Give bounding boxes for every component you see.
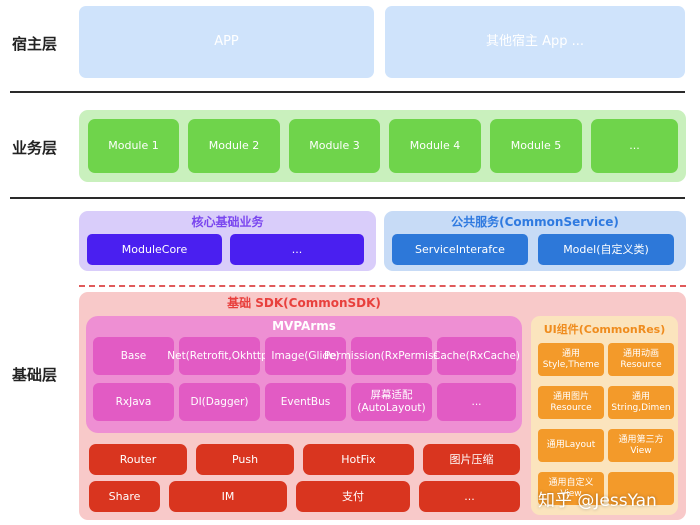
ui-item-third-party-view: 通用第三方 View xyxy=(608,429,674,462)
mvp-item-eventbus: EventBus xyxy=(265,383,346,421)
mvp-item-cache: Cache(RxCache) xyxy=(433,337,520,375)
core-business-title: 核心基础业务 xyxy=(191,215,264,229)
mvparms-title: MVPArms xyxy=(272,319,336,333)
common-sdk-title: 基础 SDK(CommonSDK) xyxy=(227,296,381,310)
dashed-divider xyxy=(79,285,686,287)
module-box: Module 4 xyxy=(389,119,481,173)
ui-item-string-dimen: 通用String,Dimen xyxy=(608,386,674,419)
ui-item-extra xyxy=(608,472,674,505)
module-box: Module 3 xyxy=(289,119,380,173)
ui-item-layout: 通用Layout xyxy=(538,429,604,462)
core-item-modulecore: ModuleCore xyxy=(87,234,222,265)
mvp-item-more: ... xyxy=(437,383,516,421)
module-box: Module 5 xyxy=(490,119,582,173)
ui-item-animation: 通用动画Resource xyxy=(608,343,674,376)
mvp-item-permission: Permission(RxPermission) xyxy=(324,337,459,375)
core-item-more: ... xyxy=(230,234,364,265)
separator-host-business xyxy=(10,91,685,93)
separator-business-base xyxy=(10,197,685,199)
mvp-item-rxjava: RxJava xyxy=(93,383,174,421)
module-box: Module 1 xyxy=(88,119,179,173)
lib-item-push: Push xyxy=(196,444,294,475)
lib-item-share: Share xyxy=(89,481,160,512)
module-box: Module 2 xyxy=(188,119,280,173)
layer-label-base: 基础层 xyxy=(12,366,58,384)
host-other-app-box: 其他宿主 App ... xyxy=(385,6,685,78)
ui-components-title: UI组件(CommonRes) xyxy=(543,323,666,336)
layer-label-host: 宿主层 xyxy=(12,35,58,53)
mvp-item-autolayout: 屏幕适配(AutoLayout) xyxy=(351,383,432,421)
lib-item-payment: 支付 xyxy=(296,481,410,512)
mvp-item-base: Base xyxy=(93,337,174,375)
layer-label-business: 业务层 xyxy=(12,139,58,157)
service-item-interface: ServiceInterafce xyxy=(392,234,528,265)
common-service-title: 公共服务(CommonService) xyxy=(451,215,619,229)
lib-item-hotfix: HotFix xyxy=(303,444,414,475)
lib-item-router: Router xyxy=(89,444,187,475)
host-app-box: APP xyxy=(79,6,374,78)
lib-item-more: ... xyxy=(419,481,520,512)
lib-item-image-compress: 图片压缩 xyxy=(423,444,520,475)
mvp-item-net: Net(Retrofit,Okhttp) xyxy=(167,337,272,375)
zhihu-watermark: 知乎 @JessYan xyxy=(538,491,657,511)
service-item-model: Model(自定义类) xyxy=(538,234,674,265)
ui-item-image-resource: 通用图片Resource xyxy=(538,386,604,419)
module-box-more: ... xyxy=(591,119,678,173)
mvp-item-image: Image(Glide) xyxy=(265,337,346,375)
ui-item-custom-view: 通用自定义View xyxy=(538,472,604,505)
ui-item-style-theme: 通用Style,Theme xyxy=(538,343,604,376)
business-panel xyxy=(79,110,686,182)
mvp-item-dagger: DI(Dagger) xyxy=(179,383,260,421)
lib-item-im: IM xyxy=(169,481,287,512)
